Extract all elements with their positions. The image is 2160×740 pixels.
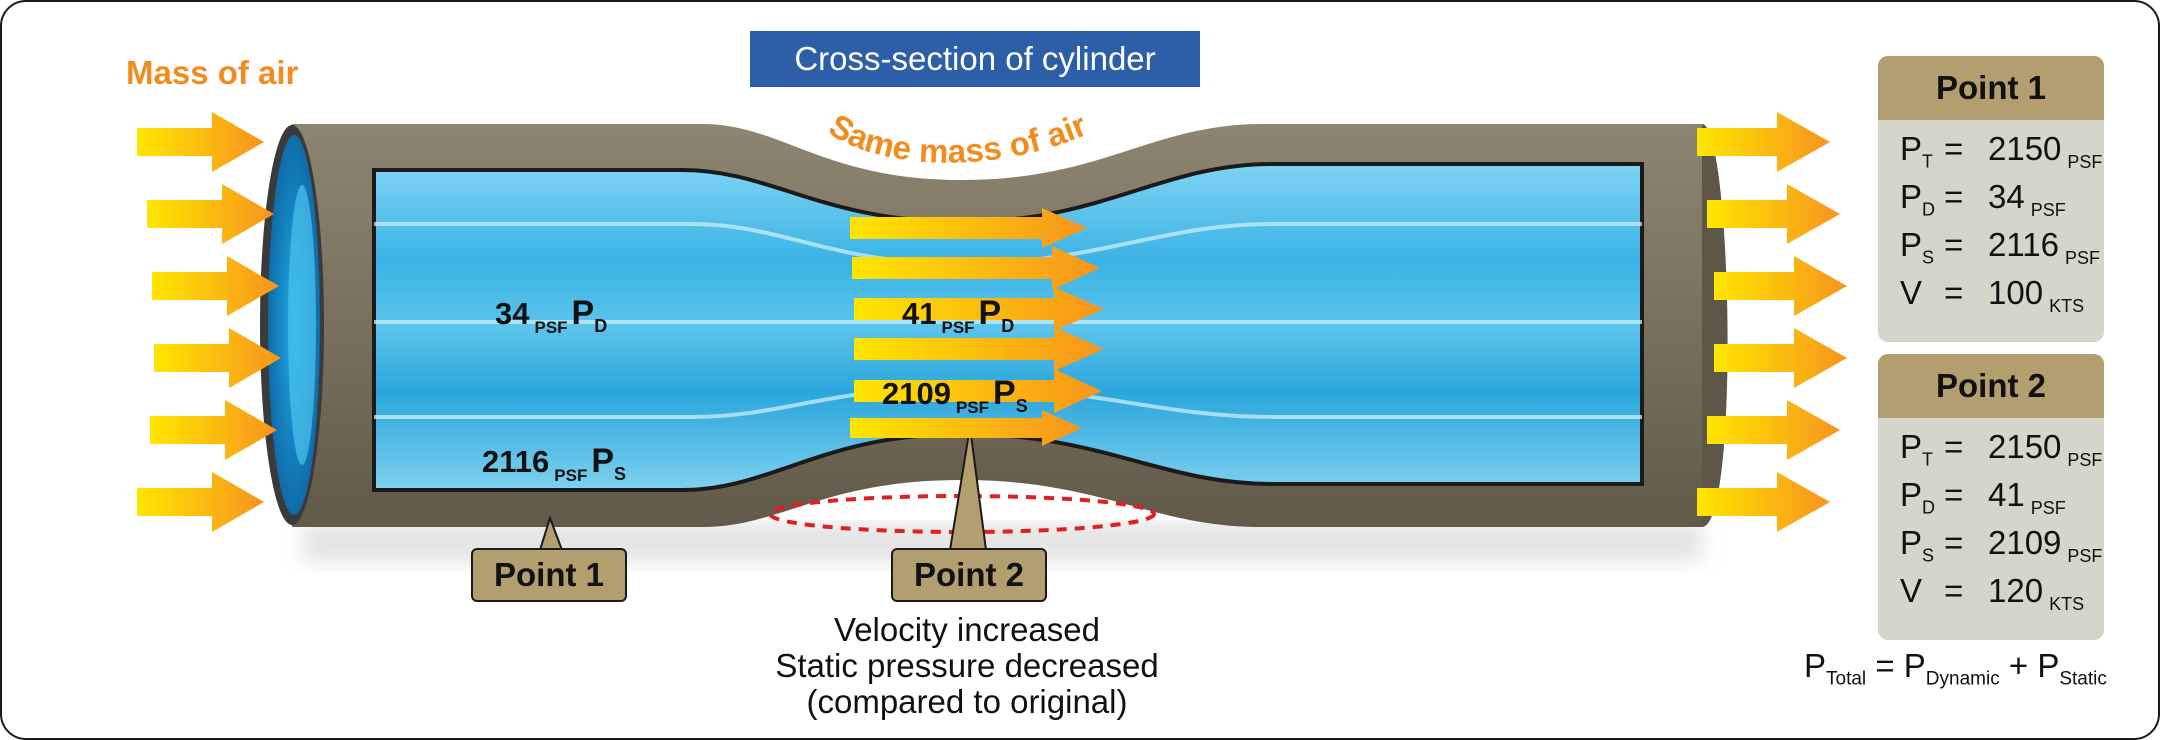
inflow-arrow (147, 184, 274, 244)
note-line: (compared to original) (806, 683, 1128, 720)
outflow-arrow (1707, 184, 1840, 244)
note-line: Velocity increased (834, 611, 1100, 648)
total-pressure-formula: PTotal = PDynamic + PStatic (1804, 647, 2107, 690)
outflow-arrow (1707, 400, 1840, 460)
outflow-arrows (1697, 112, 1847, 532)
inflow-arrow (154, 328, 281, 388)
inflow-arrow (137, 472, 264, 532)
throat-flow-arrow (854, 369, 1102, 413)
inflow-arrow (137, 112, 264, 172)
outflow-arrow (1697, 112, 1830, 172)
inflow-arrows (137, 112, 281, 532)
inflow-label: Mass of air (126, 54, 299, 91)
outflow-arrow (1714, 328, 1847, 388)
tube-exit (1702, 124, 1728, 527)
throat-arrows (850, 208, 1104, 446)
velocity-note: Velocity increased Static pressure decre… (702, 612, 1232, 720)
outflow-arrow (1697, 472, 1830, 532)
outflow-arrow (1714, 256, 1847, 316)
throat-flow-arrow (852, 246, 1100, 290)
inflow-arrow (152, 256, 279, 316)
tube-shadow (302, 522, 1702, 562)
point2-callout: Point 2 (891, 548, 1047, 602)
point1-panel-title: Point 1 (1878, 56, 2104, 120)
throat-flow-arrow (854, 327, 1104, 371)
diagram-title: Cross-section of cylinder (750, 31, 1200, 87)
throat-label: Same mass of air (823, 106, 1092, 170)
inflow-arrow (150, 400, 277, 460)
point1-callout: Point 1 (471, 548, 627, 602)
throat-flow-arrow (854, 287, 1104, 331)
throat-flow-arrow (850, 410, 1082, 446)
air-channel (372, 162, 1644, 492)
point2-panel-title: Point 2 (1878, 354, 2104, 418)
note-line: Static pressure decreased (775, 647, 1159, 684)
throat-flow-arrow (850, 208, 1087, 248)
